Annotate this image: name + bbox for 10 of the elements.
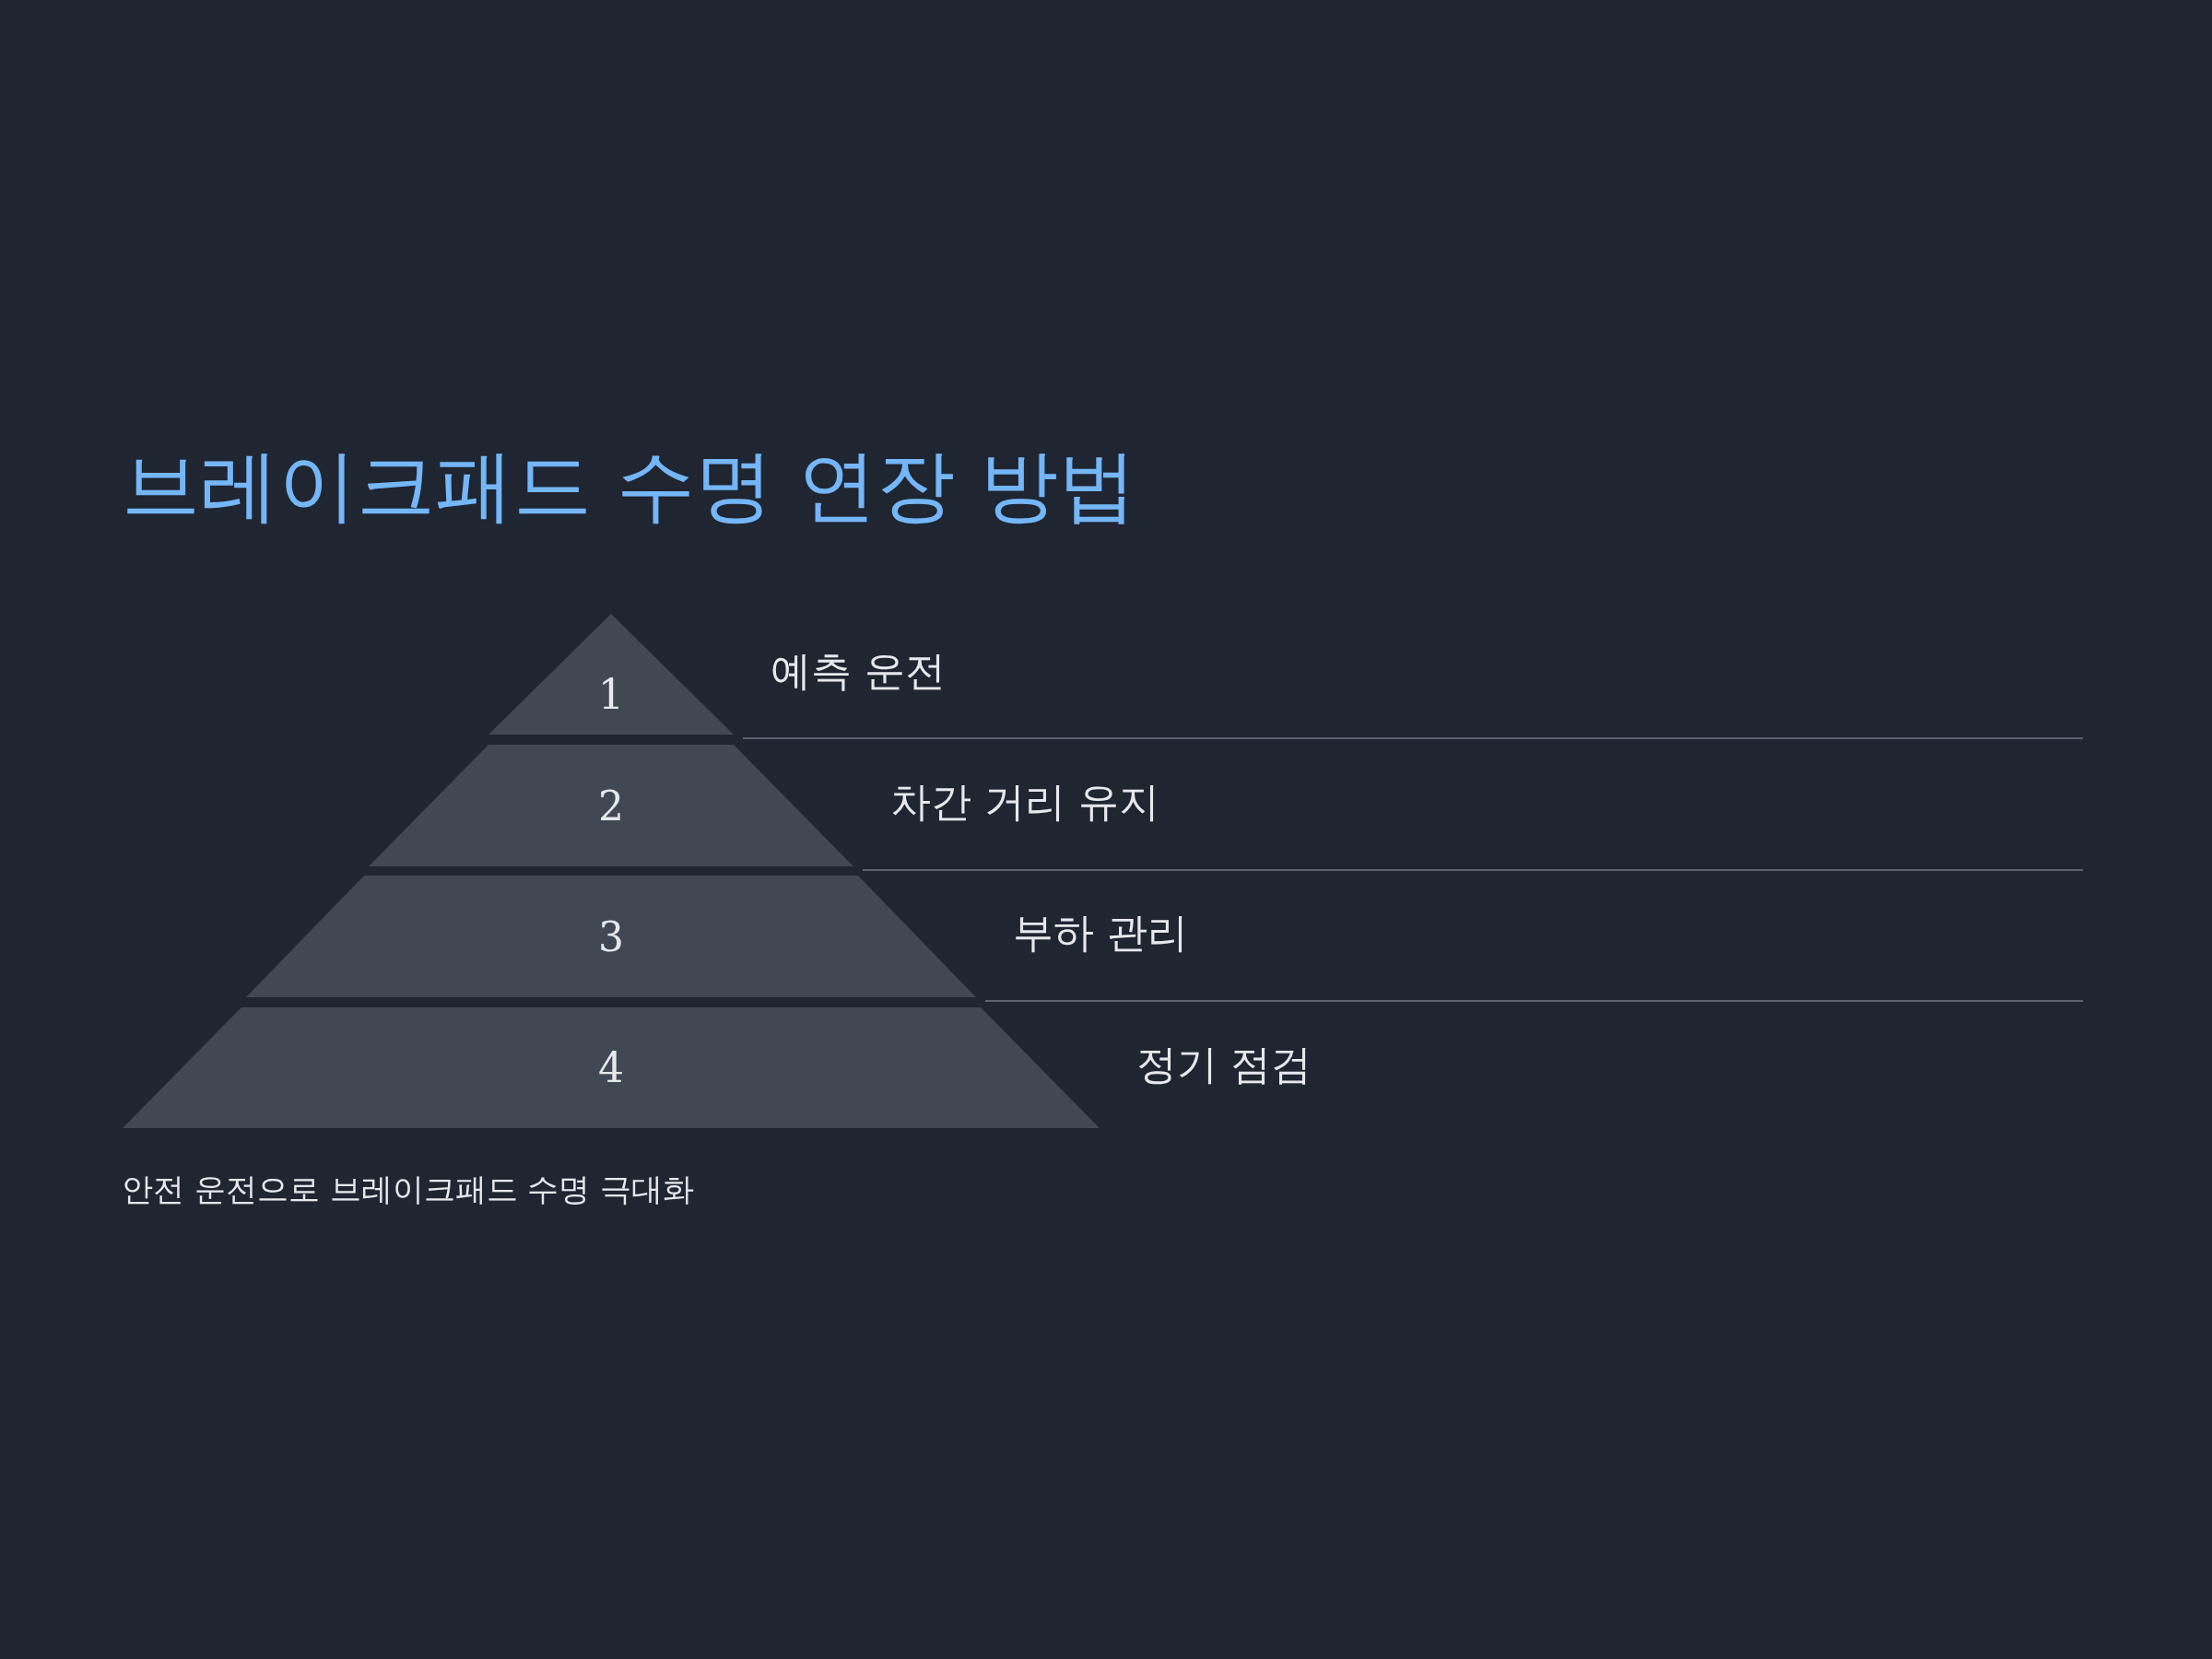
layer-number: 3 [598,912,624,960]
layer-label: 정기 점검 [1136,1039,1312,1088]
layer-number: 2 [598,782,624,830]
layer-number: 4 [598,1044,624,1091]
title: 브레이크패드 수명 연장 방법 [122,439,1137,533]
layer-number: 1 [598,670,624,718]
layer-label: 차간 거리 유지 [890,776,1159,827]
layer-label: 예측 운전 [771,645,946,695]
caption: 안전 운전으로 브레이크패드 수명 극대화 [122,1170,695,1209]
layer-label: 부하 관리 [1013,907,1188,958]
